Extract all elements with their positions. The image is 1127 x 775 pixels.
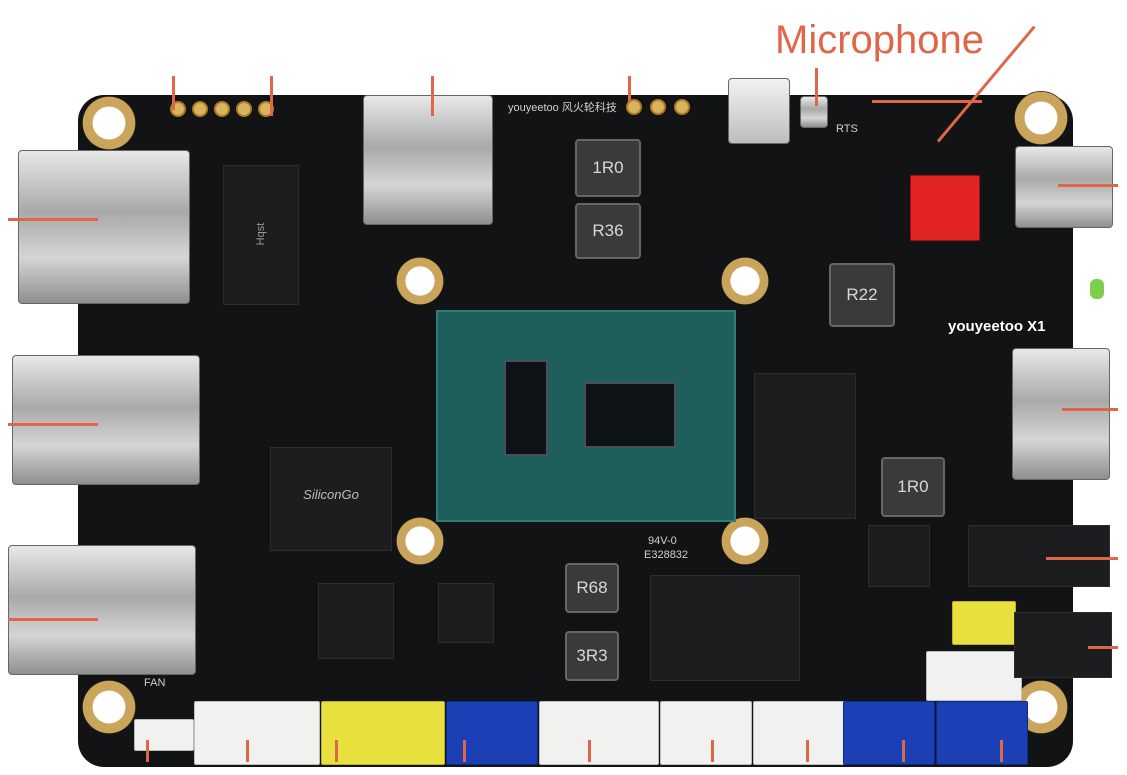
rtc-battery-connector xyxy=(910,175,980,241)
inductor-1r0-right: 1R0 xyxy=(881,457,945,517)
bottom-connector-blue xyxy=(843,701,935,765)
usb-c-port xyxy=(1015,146,1113,228)
status-led xyxy=(1090,279,1104,299)
ul-code: E328832 xyxy=(644,549,689,561)
silicongo-chip: SiliconGo xyxy=(270,447,392,551)
side-connector-yellow xyxy=(952,601,1016,645)
callout-line-rts xyxy=(872,100,982,103)
board-name-label: youyeetoo X1 xyxy=(948,318,1046,335)
sd-card-slot xyxy=(363,95,493,225)
callout-line-usb-3 xyxy=(8,618,98,621)
callout-line-header xyxy=(172,76,175,110)
callout-line-microphone xyxy=(815,68,818,106)
bottom-connector-white xyxy=(539,701,659,765)
bottom-connector-white xyxy=(194,701,320,765)
header-pin xyxy=(236,101,252,117)
manufacturer-logo: youyeetoo 风火轮科技 xyxy=(508,102,617,114)
callout-tick xyxy=(588,740,591,762)
bottom-connector-blue xyxy=(446,701,538,765)
callout-line-audio-2 xyxy=(1088,646,1118,649)
callout-line-usb-a xyxy=(8,423,98,426)
microphone-component xyxy=(800,96,828,128)
mounting-hole xyxy=(721,257,769,305)
callout-tick xyxy=(146,740,149,762)
header-pin xyxy=(626,99,642,115)
header-pin xyxy=(674,99,690,115)
callout-tick xyxy=(463,740,466,762)
hdmi-port xyxy=(1012,348,1110,480)
callout-line-audio xyxy=(1046,557,1118,560)
inductor-3r3: 3R3 xyxy=(565,631,619,681)
callout-line-debug xyxy=(628,76,631,102)
callout-line-hdmi xyxy=(1062,408,1118,411)
bottom-connector-yellow xyxy=(321,701,445,765)
usb-3-port xyxy=(8,545,196,675)
callout-line-sd xyxy=(431,76,434,116)
micro-usb-port xyxy=(728,78,790,144)
bottom-connector-blue xyxy=(936,701,1028,765)
callout-tick xyxy=(711,740,714,762)
inductor-r36: R36 xyxy=(575,203,641,259)
mounting-hole xyxy=(82,680,136,734)
bottom-connector-white xyxy=(753,701,845,765)
rts-label: RTS xyxy=(836,123,858,135)
audio-jack xyxy=(968,525,1110,587)
callout-tick xyxy=(1000,740,1003,762)
callout-tick xyxy=(902,740,905,762)
mounting-hole xyxy=(396,257,444,305)
side-connector-white xyxy=(926,651,1022,701)
fan-connector xyxy=(134,719,194,751)
transformer-label: Hqst xyxy=(255,222,267,246)
pcb-board: Hqst youyeetoo 风火轮科技 1R0 R36 R22 1R0 R68… xyxy=(78,91,1104,767)
inductor-r68: R68 xyxy=(565,563,619,613)
header-pin xyxy=(192,101,208,117)
mounting-hole xyxy=(396,517,444,565)
ethernet-port xyxy=(18,150,190,304)
callout-tick xyxy=(335,740,338,762)
fan-label: FAN xyxy=(144,677,166,689)
inductor-1r0-top: 1R0 xyxy=(575,139,641,197)
cpu-die-small xyxy=(504,360,548,456)
mounting-hole xyxy=(82,96,136,150)
cpu-die-main xyxy=(584,382,676,448)
mounting-hole xyxy=(721,517,769,565)
ethernet-transformer: Hqst xyxy=(223,165,299,305)
bottom-connector-white xyxy=(660,701,752,765)
silicongo-label: SiliconGo xyxy=(303,486,359,502)
memory-chip xyxy=(650,575,800,681)
controller-chip xyxy=(318,583,394,659)
usb-a-port xyxy=(12,355,200,485)
bios-chip xyxy=(438,583,494,643)
ul-rating: 94V-0 xyxy=(648,535,677,547)
audio-jack xyxy=(1014,612,1112,678)
header-pin xyxy=(214,101,230,117)
cpu-package xyxy=(436,310,736,522)
inductor-r22: R22 xyxy=(829,263,895,327)
callout-tick xyxy=(806,740,809,762)
callout-line-antenna xyxy=(270,76,273,116)
callout-line-usb-c xyxy=(1058,184,1118,187)
callout-tick xyxy=(246,740,249,762)
audio-codec-chip xyxy=(868,525,930,587)
callout-line-ethernet xyxy=(8,218,98,221)
mounting-hole xyxy=(1014,91,1068,145)
memory-chip xyxy=(754,373,856,519)
microphone-label: Microphone xyxy=(775,18,985,62)
header-pin xyxy=(650,99,666,115)
